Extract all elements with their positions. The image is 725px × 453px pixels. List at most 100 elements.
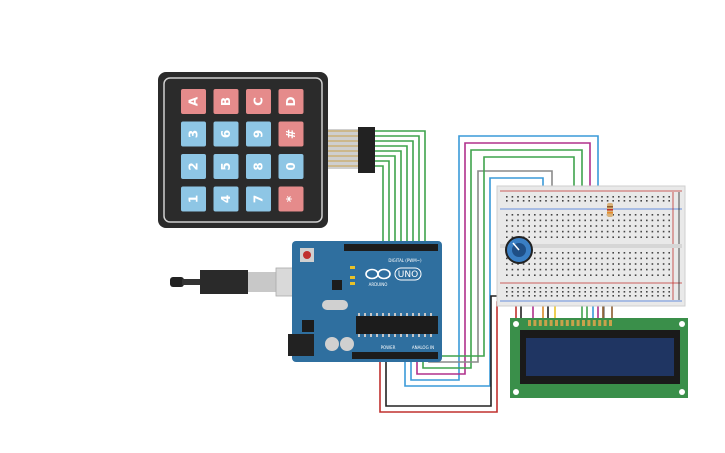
keypad-key-label: A <box>187 96 201 106</box>
infinity-logo-icon <box>365 268 391 280</box>
voltage-regulator <box>302 320 314 332</box>
led-tx <box>350 276 355 279</box>
keypad-key[interactable]: 0 <box>278 154 304 179</box>
keypad-key[interactable]: B <box>213 89 239 114</box>
keypad-key[interactable]: 8 <box>246 154 271 179</box>
breadboard-channel <box>500 244 682 248</box>
keypad-key-face <box>246 154 271 179</box>
capacitor-1 <box>325 337 339 351</box>
wire-blue-short[interactable] <box>404 177 544 387</box>
keypad-key[interactable]: 1 <box>181 186 206 212</box>
keypad-key[interactable]: 9 <box>246 121 271 147</box>
keypad-key-face <box>278 89 304 114</box>
keypad-key[interactable]: 4 <box>213 186 239 212</box>
keypad-key[interactable]: 2 <box>181 154 206 179</box>
resistor[interactable] <box>607 203 613 217</box>
wire-keypad-1[interactable] <box>375 130 426 250</box>
lcd-16x2[interactable] <box>510 318 688 398</box>
breadboard[interactable] <box>496 185 686 307</box>
small-ic <box>332 280 342 290</box>
lcd-screen <box>526 338 674 376</box>
crystal <box>322 300 348 310</box>
keypad-key-face <box>181 121 206 147</box>
atmega-chip <box>356 316 438 334</box>
analog-label: ANALOG IN <box>412 345 434 350</box>
keypad-key-face <box>278 186 304 212</box>
keypad-key-label: * <box>284 195 298 202</box>
reset-button[interactable] <box>303 251 311 259</box>
keypad-key-label: C <box>252 97 266 106</box>
keypad-key-label: 0 <box>284 162 298 170</box>
keypad-key[interactable]: A <box>181 89 206 114</box>
keypad-key[interactable]: 6 <box>213 121 239 147</box>
arduino-uno-board[interactable]: UNO ARDUINO DIGITAL (PWM~) POWER ANALOG … <box>288 241 442 362</box>
keypad-key-label: 7 <box>252 195 266 203</box>
wire-keypad-2[interactable] <box>375 135 420 250</box>
keypad-key-face <box>213 154 239 179</box>
wire-green-loop-1[interactable] <box>422 149 583 369</box>
usb-cable[interactable] <box>170 267 305 297</box>
wire-keypad-5[interactable] <box>375 150 402 250</box>
keypad-key-face <box>181 89 206 114</box>
keypad-key-face <box>213 121 239 147</box>
keypad-key-face <box>213 186 239 212</box>
wire-magenta-loop[interactable] <box>416 142 591 375</box>
keypad-key-label: 5 <box>219 162 233 170</box>
keypad-key-label: 8 <box>252 162 266 170</box>
lcd-mount-hole-tr <box>679 321 685 327</box>
keypad-key-face <box>246 121 271 147</box>
lcd-mount-hole-bl <box>513 389 519 395</box>
keypad-key-face <box>246 186 271 212</box>
power-label: POWER <box>381 345 396 350</box>
ribbon-traces <box>328 130 358 167</box>
keypad-key[interactable]: D <box>278 89 304 114</box>
power-analog-header[interactable] <box>352 352 438 359</box>
keypad-key[interactable]: 3 <box>181 121 206 147</box>
led-l <box>350 266 355 269</box>
keypad-key[interactable]: C <box>246 89 271 114</box>
wire-cyan-loop[interactable] <box>410 135 599 381</box>
usb-cable-end <box>170 277 184 287</box>
keypad-key-face <box>181 186 206 212</box>
wire-keypad-6[interactable] <box>375 155 396 250</box>
keypad-key-label: B <box>219 97 233 106</box>
lcd-pin-header <box>528 320 612 326</box>
keypad-key[interactable]: 5 <box>213 154 239 179</box>
wire-keypad-8[interactable] <box>375 165 384 250</box>
uno-badge <box>394 267 422 281</box>
keypad-key-face <box>181 154 206 179</box>
keypad-key-face <box>213 89 239 114</box>
capacitor-2 <box>340 337 354 351</box>
keypad-connector <box>358 127 375 173</box>
breadboard-holes <box>506 196 670 297</box>
lcd-mount-hole-br <box>679 389 685 395</box>
power-jack[interactable] <box>288 334 314 356</box>
wire-keypad-4[interactable] <box>375 145 408 250</box>
keypad-key-label: 3 <box>187 130 201 138</box>
keypad-key-label: 2 <box>187 162 201 170</box>
keypad-key[interactable]: 7 <box>246 186 271 212</box>
keypad-key[interactable]: * <box>278 186 304 212</box>
keypad-key-label: 9 <box>252 130 266 138</box>
keypad-key-face <box>246 89 271 114</box>
uno-label: UNO <box>398 270 418 280</box>
keypad-key-face <box>278 154 304 179</box>
keypad-key-label: D <box>284 96 298 106</box>
keypad-key-label: 6 <box>219 130 233 138</box>
digital-header[interactable] <box>344 244 438 251</box>
usb-cable-wire <box>182 279 202 285</box>
wire-keypad-3[interactable] <box>375 140 414 250</box>
digital-label: DIGITAL (PWM~) <box>388 258 422 263</box>
wire-keypad-7[interactable] <box>375 160 390 250</box>
led-rx <box>350 282 355 285</box>
potentiometer[interactable] <box>505 236 533 264</box>
keypad-border <box>163 77 323 223</box>
arduino-brand-label: ARDUINO <box>369 282 388 287</box>
usb-plug-metal <box>248 272 276 292</box>
keypad-key[interactable]: # <box>278 121 304 147</box>
usb-plug-body <box>200 270 248 294</box>
chip-pins <box>358 313 432 337</box>
keypad-ribbon <box>328 129 358 169</box>
